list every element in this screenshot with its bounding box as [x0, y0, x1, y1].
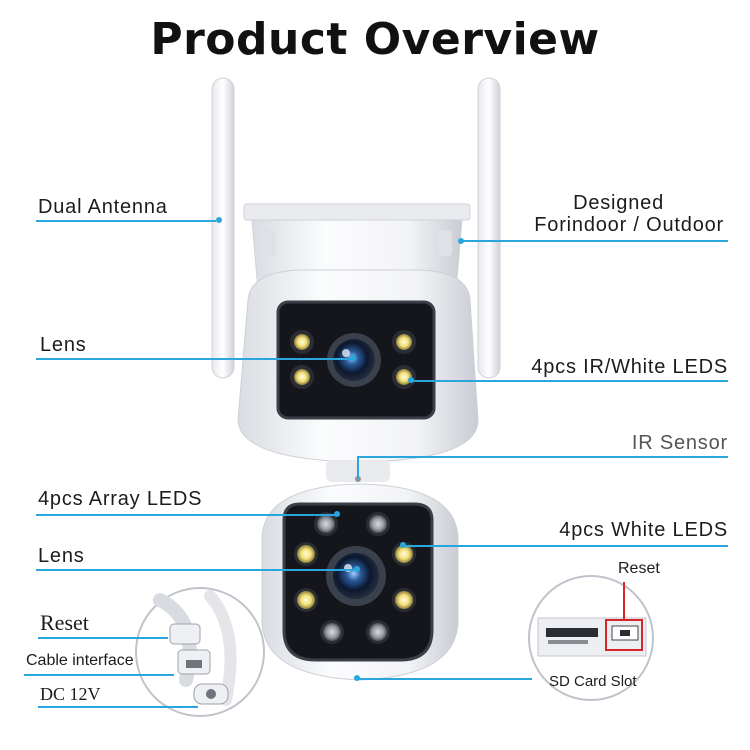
callout-line-ir-sensor — [358, 456, 728, 458]
label-array-leds: 4pcs Array LEDS — [38, 488, 203, 510]
callout-line-lens-bottom — [36, 569, 356, 571]
label-designed-line2: Forindoor / Outdoor — [534, 214, 724, 236]
callout-line-white-leds — [402, 545, 728, 547]
label-reset-sd: Reset — [618, 560, 660, 577]
cable-detail-inset — [135, 587, 265, 717]
callout-line-designed — [460, 240, 728, 242]
callout-line-ir-white-leds — [410, 380, 728, 382]
label-sd-card-slot: SD Card Slot — [549, 673, 637, 690]
callout-dot-lens-bottom — [354, 566, 360, 572]
label-cable-interface: Cable interface — [26, 652, 134, 669]
label-lens-bottom: Lens — [38, 545, 85, 567]
antenna-left — [211, 77, 235, 379]
callout-line-cable-interface — [24, 674, 174, 676]
callout-dot-array-leds — [334, 511, 340, 517]
callout-line-dc-12v — [38, 706, 198, 708]
label-designed-line1: Designed — [573, 192, 664, 214]
callout-line-reset-cable — [38, 637, 168, 639]
label-dual-antenna: Dual Antenna — [38, 196, 168, 218]
label-white-leds: 4pcs White LEDS — [559, 519, 728, 541]
label-lens-top: Lens — [40, 334, 87, 356]
label-ir-sensor: IR Sensor — [631, 432, 728, 454]
antenna-right — [477, 77, 501, 379]
callout-vline-ir-sensor — [357, 456, 359, 478]
callout-dot-dual-antenna — [216, 217, 222, 223]
callout-line-array-leds — [36, 514, 336, 516]
label-dc-12v: DC 12V — [40, 684, 101, 704]
page-title: Product Overview — [150, 14, 600, 65]
label-reset-cable: Reset — [40, 610, 89, 635]
callout-dot-lens-top — [350, 355, 356, 361]
callout-line-dual-antenna — [36, 220, 216, 222]
callout-line-sd-card — [356, 678, 532, 680]
sd-card-detail-inset — [528, 575, 654, 701]
callout-line-lens-top — [36, 358, 352, 360]
label-ir-white-leds: 4pcs IR/White LEDS — [531, 356, 728, 378]
